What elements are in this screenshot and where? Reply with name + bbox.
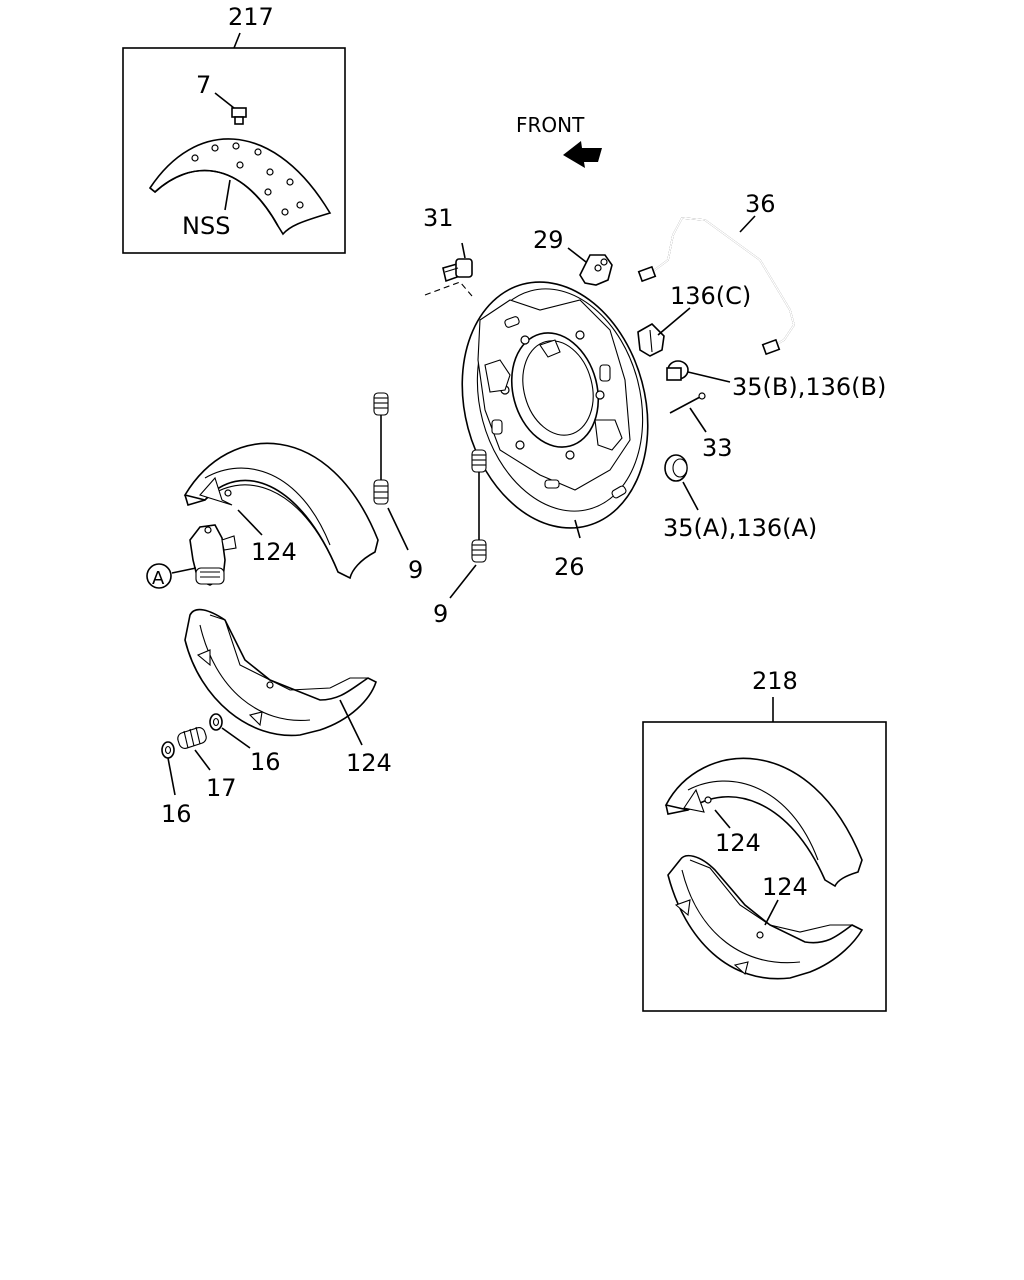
- callout-a: [146, 563, 172, 589]
- washer-16-left: [161, 741, 176, 796]
- label-29: 29: [533, 226, 564, 254]
- brake-shoe-124-upper: [183, 442, 379, 580]
- clip-136c: [637, 307, 691, 357]
- front-arrow-icon: [563, 141, 602, 168]
- label-26: 26: [554, 553, 585, 581]
- spring-17: [177, 726, 211, 771]
- kit-217-box: [122, 32, 346, 254]
- spring-9-right: [449, 449, 487, 599]
- rivet-7: [214, 92, 247, 125]
- label-124-upper: 124: [251, 538, 297, 566]
- label-9-lower: 9: [433, 600, 448, 628]
- brake-shoe-124-lower: [184, 608, 377, 746]
- label-16-right: 16: [250, 748, 281, 776]
- label-218: 218: [752, 667, 798, 695]
- label-124-kit-lower: 124: [762, 873, 808, 901]
- label-9-upper: 9: [408, 556, 423, 584]
- label-33: 33: [702, 434, 733, 462]
- kit-218-box: [642, 697, 887, 1012]
- wheel-cylinder: [171, 524, 237, 586]
- label-35b-136b: 35(B),136(B): [732, 373, 886, 401]
- backing-plate-26: [461, 281, 649, 539]
- label-17: 17: [206, 774, 237, 802]
- label-35a-136a: 35(A),136(A): [663, 514, 817, 542]
- brake-pipe-36: [637, 215, 795, 356]
- label-124-kit-upper: 124: [715, 829, 761, 857]
- plug-35b: [666, 360, 731, 383]
- spring-9-left: [373, 392, 409, 551]
- pin-33: [669, 392, 707, 433]
- bolt-31: [424, 242, 473, 297]
- brake-lining: [148, 138, 332, 236]
- label-7: 7: [196, 71, 211, 99]
- washer-16-right: [209, 713, 251, 749]
- bracket-29: [567, 247, 613, 286]
- label-nss: NSS: [182, 212, 230, 240]
- label-16-left: 16: [161, 800, 192, 828]
- label-124-lower: 124: [346, 749, 392, 777]
- label-217: 217: [228, 3, 274, 31]
- label-136c: 136(C): [670, 282, 751, 310]
- label-a: A: [152, 568, 165, 589]
- label-31: 31: [423, 204, 454, 232]
- label-front: FRONT: [516, 113, 585, 137]
- label-36: 36: [745, 190, 776, 218]
- plug-35a: [664, 454, 699, 511]
